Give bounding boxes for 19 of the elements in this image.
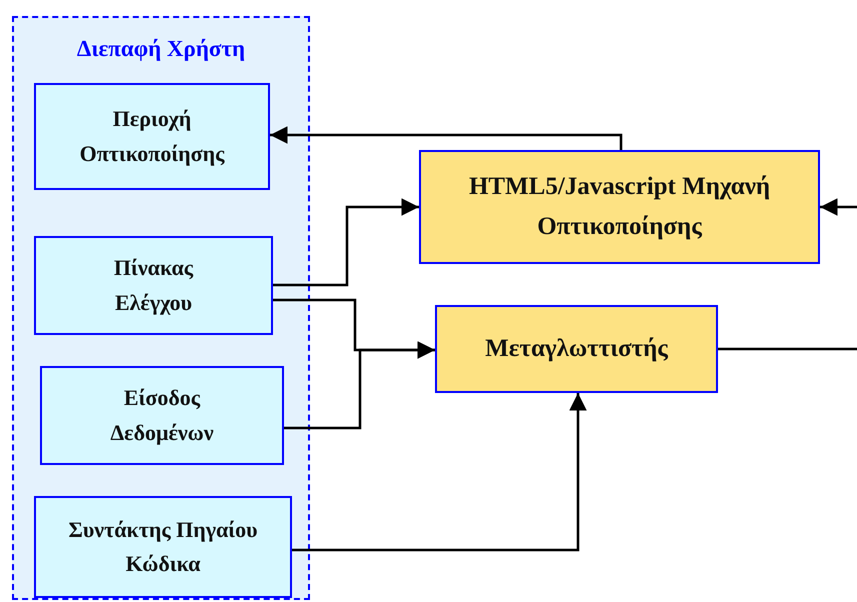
box-label: Είσοδος Δεδομένων — [109, 384, 215, 447]
arrow — [820, 198, 857, 216]
component-box — [34, 83, 270, 190]
component-box — [34, 496, 292, 598]
panel-heading: Διεπαφή Χρήστη — [76, 36, 246, 62]
arrow — [273, 198, 419, 286]
box-label: Περιοχή Οπτικοποίησης — [78, 105, 226, 168]
arrow — [292, 393, 587, 552]
engine-box — [419, 150, 820, 264]
component-box — [34, 236, 273, 335]
box-label: HTML5/Javascript Μηχανή Οπτικοποίησης — [468, 172, 772, 242]
box-label: Μεταγλωττιστής — [485, 334, 668, 364]
box-label: Πίνακας Ελέγχου — [112, 254, 194, 317]
user-interface-panel — [12, 16, 310, 600]
arrow — [270, 126, 622, 150]
box-label: Συντάκτης Πηγαίου Κώδικα — [67, 516, 259, 578]
arrow — [284, 341, 435, 430]
engine-box — [435, 305, 718, 393]
component-box — [40, 366, 284, 465]
